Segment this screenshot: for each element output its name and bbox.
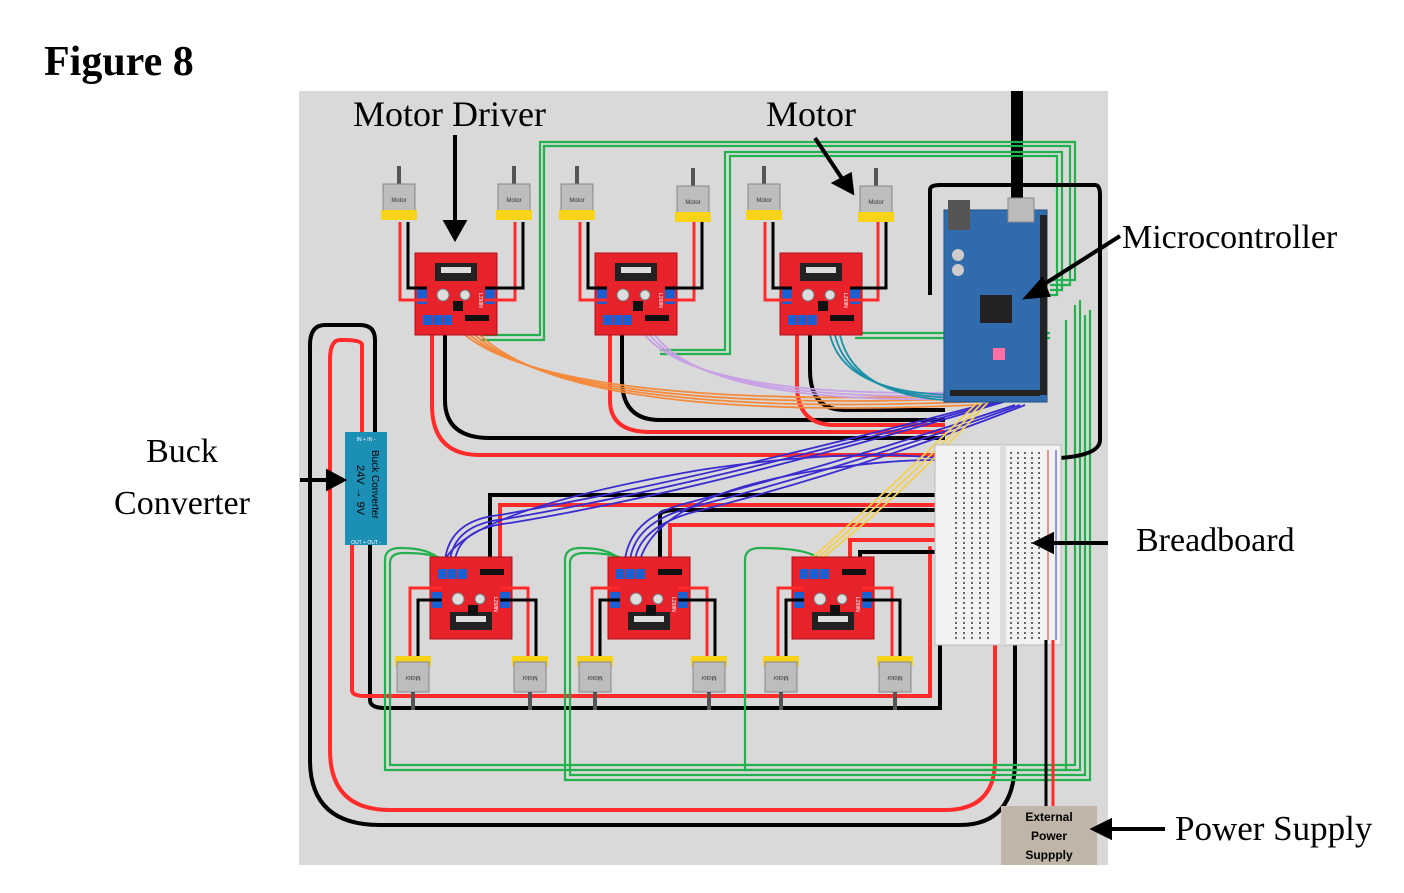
motor-label: Motor: [868, 200, 883, 206]
buck-rating: 24V → 9V: [354, 465, 366, 516]
motor-label: Motor: [587, 674, 602, 680]
motor: Motor: [877, 656, 913, 710]
motor: Motor: [395, 656, 431, 710]
driver-chip-label: L298N: [492, 597, 498, 612]
motor-driver: L298N: [429, 556, 513, 640]
motor: Motor: [763, 656, 799, 710]
label-microcontroller: Microcontroller: [1122, 219, 1338, 256]
buck-in-label: IN + IN -: [357, 437, 376, 443]
figure-title: Figure 8: [44, 39, 194, 85]
driver-chip-label: L298N: [657, 293, 663, 308]
label-buck-line1: Buck: [146, 433, 218, 470]
motor-label: Motor: [522, 674, 537, 680]
power-line-3: Suppply: [1025, 848, 1073, 862]
buck-out-label: OUT + OUT -: [351, 540, 381, 546]
buck-converter: IN + IN - OUT + OUT - Buck Converter 24V…: [345, 432, 387, 546]
motor-label: Motor: [685, 200, 700, 206]
motor: Motor: [559, 166, 595, 220]
motor-driver: L298N: [607, 556, 691, 640]
label-motor: Motor: [766, 94, 856, 134]
motor-label: Motor: [506, 198, 521, 204]
external-power-supply: External Power Suppply: [1001, 806, 1097, 865]
motor-label: Motor: [391, 198, 406, 204]
motor: Motor: [512, 656, 548, 710]
motor-driver: L298N: [414, 252, 498, 336]
motor: Motor: [381, 166, 417, 220]
motor-label: Motor: [405, 674, 420, 680]
motor-label: Motor: [701, 674, 716, 680]
motor-drivers: L298N L298N L298N L298N L298N L298N: [398, 222, 902, 656]
label-motor-driver: Motor Driver: [353, 94, 546, 134]
motor: Motor: [577, 656, 613, 710]
motor-label: Motor: [569, 198, 584, 204]
power-line-1: External: [1025, 810, 1072, 824]
label-buck-converter: Buck Converter: [100, 426, 264, 530]
motor: Motor: [691, 656, 727, 710]
label-power-supply: Power Supply: [1175, 809, 1373, 848]
motor: Motor: [675, 168, 711, 222]
motor: Motor: [746, 166, 782, 220]
driver-chip-label: L298N: [670, 597, 676, 612]
callout-arrows: [300, 135, 1165, 841]
microcontroller-board: [943, 197, 1048, 403]
driver-chip-label: L298N: [842, 293, 848, 308]
buck-title: Buck Converter: [369, 450, 380, 520]
motor-driver: L298N: [594, 252, 678, 336]
driver-chip-label: L298N: [854, 597, 860, 612]
label-buck-line2: Converter: [114, 485, 250, 522]
motor-label: Motor: [756, 198, 771, 204]
motor: Motor: [858, 168, 894, 222]
motor: Motor: [496, 166, 532, 220]
power-line-2: Power: [1031, 829, 1067, 843]
driver-chip-label: L298N: [477, 293, 483, 308]
motor-driver: L298N: [779, 252, 863, 336]
motor-driver: L298N: [791, 556, 875, 640]
motor-label: Motor: [887, 674, 902, 680]
motor-label: Motor: [773, 674, 788, 680]
label-breadboard: Breadboard: [1136, 522, 1295, 559]
